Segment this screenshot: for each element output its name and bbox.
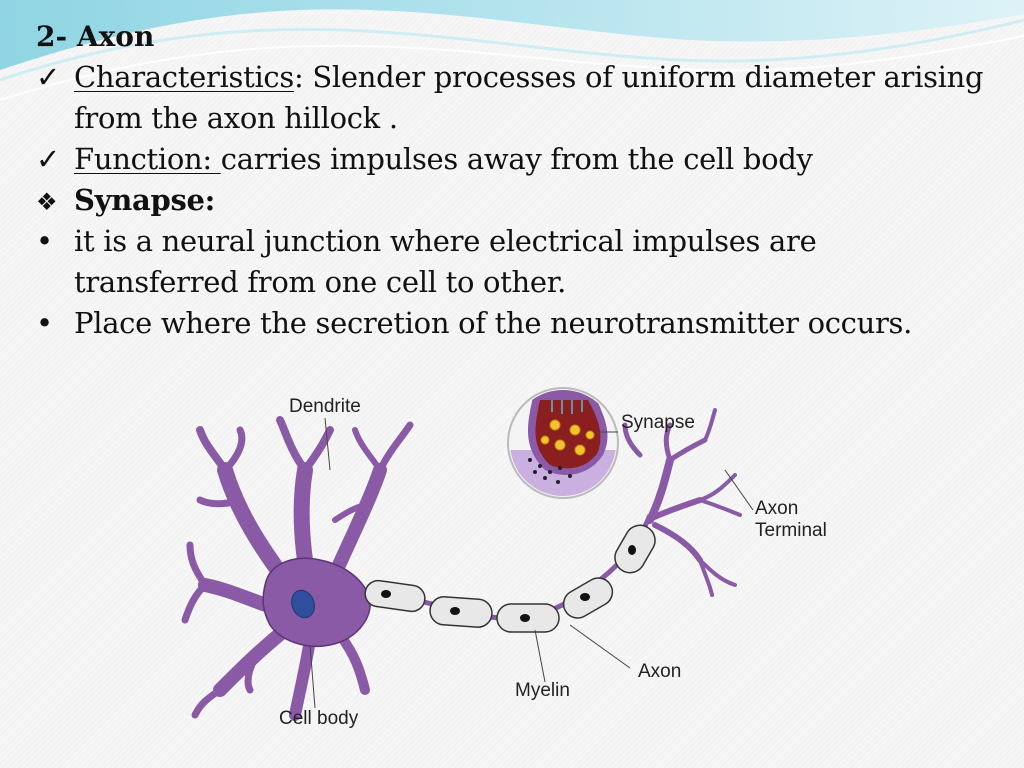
- check-mark-icon: ✓: [36, 60, 60, 94]
- function-text: carries impulses away from the cell body: [220, 142, 813, 176]
- characteristics-term: Characteristics: [74, 60, 294, 94]
- bullet-2-text: Place where the secretion of the neurotr…: [74, 306, 913, 340]
- check-mark-icon: ✓: [36, 142, 60, 176]
- synapse-inset: [507, 387, 619, 499]
- synapse-heading: Synapse:: [74, 183, 216, 217]
- characteristics-item: ✓ Characteristics: Slender processes of u…: [36, 57, 984, 98]
- characteristics-continuation: from the axon hillock .: [74, 101, 398, 135]
- nucleus-shape: [291, 589, 315, 619]
- header-wave-decoration: [0, 0, 1024, 101]
- diamond-bullet-icon: ❖: [36, 188, 58, 216]
- label-dendrite: Dendrite: [289, 396, 361, 417]
- schwann-nuclei: [381, 545, 636, 622]
- function-term: Function:: [74, 142, 221, 176]
- cell-body-shape: [262, 557, 371, 647]
- bullet-item-1: • it is a neural junction where electrica…: [36, 221, 817, 262]
- bullet-1-text: it is a neural junction where electrical…: [74, 224, 817, 258]
- function-item: ✓ Function: carries impulses away from th…: [36, 139, 813, 180]
- label-leader-lines: [309, 417, 754, 709]
- characteristics-text: : Slender processes of uniform diameter …: [293, 60, 984, 94]
- myelin-sheaths: [364, 524, 656, 633]
- axon-terminal-branches: [622, 408, 742, 597]
- label-synapse: Synapse: [621, 412, 695, 433]
- label-myelin: Myelin: [515, 680, 570, 701]
- label-axon-terminal-line1: Axon: [755, 498, 799, 519]
- bullet-icon: •: [36, 224, 53, 258]
- bullet-item-2: • Place where the secretion of the neurot…: [36, 303, 912, 344]
- label-axon-terminal-line2: Terminal: [755, 520, 827, 541]
- bullet-1-continuation: transferred from one cell to other.: [74, 265, 567, 299]
- bullet-icon: •: [36, 306, 53, 340]
- label-cell-body: Cell body: [279, 708, 359, 729]
- label-axon: Axon: [638, 661, 682, 682]
- slide-heading: 2- Axon: [36, 20, 155, 53]
- synapse-item: ❖ Synapse:: [36, 180, 215, 223]
